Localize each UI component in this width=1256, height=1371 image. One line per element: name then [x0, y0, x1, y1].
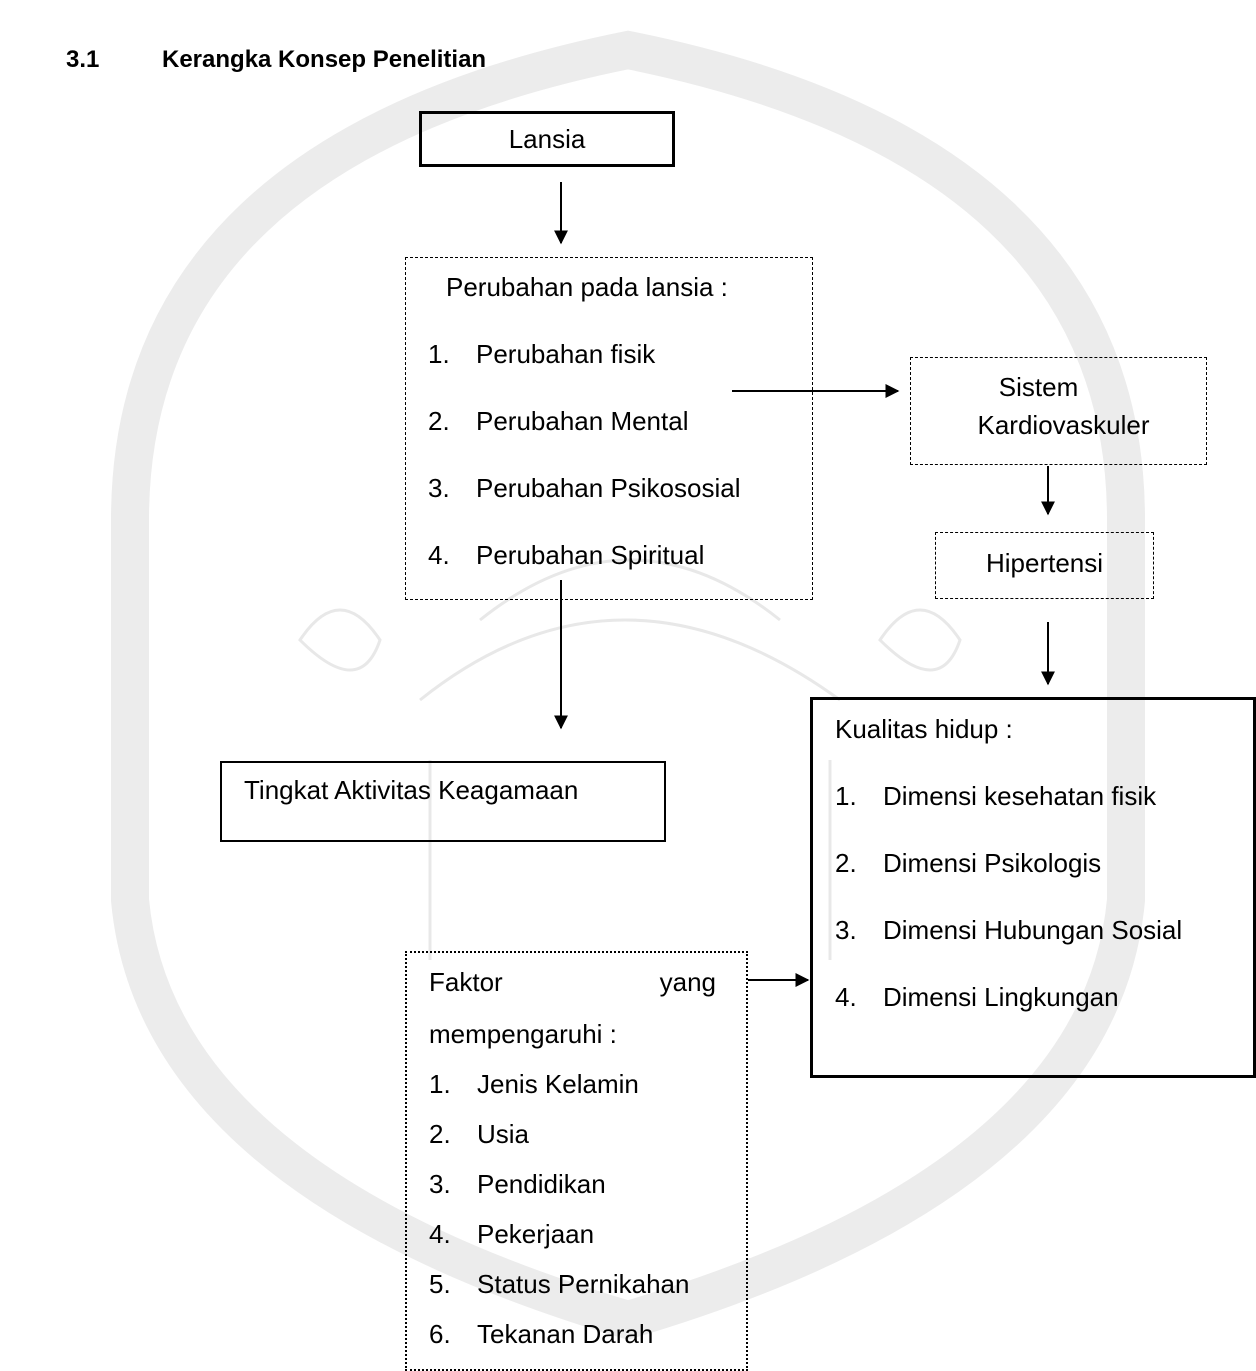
list-item: 3.Pendidikan: [429, 1169, 606, 1199]
node-aktivitas-keagamaan: Tingkat Aktivitas Keagamaan: [220, 761, 666, 842]
list-item: 2.Perubahan Mental: [428, 406, 689, 436]
node-kualitas-title: Kualitas hidup :: [835, 714, 1013, 744]
node-aktivitas-label: Tingkat Aktivitas Keagamaan: [244, 775, 579, 805]
node-sistem-line2: Kardiovaskuler: [977, 410, 1150, 440]
list-item: 3.Perubahan Psikososial: [428, 473, 741, 503]
section-number: 3.1: [66, 46, 100, 73]
list-item: 5.Status Pernikahan: [429, 1269, 690, 1299]
list-item: 1.Dimensi kesehatan fisik: [835, 781, 1157, 811]
kualitas-list: 1.Dimensi kesehatan fisik 2.Dimensi Psik…: [835, 781, 1253, 1049]
node-lansia-label: Lansia: [508, 124, 586, 154]
list-item: 1.Perubahan fisik: [428, 339, 656, 369]
node-sistem-kardiovaskuler: Sistem Kardiovaskuler: [910, 357, 1207, 465]
node-faktor: Faktor yang mempengaruhi : 1.Jenis Kelam…: [405, 951, 748, 1371]
list-item: 4.Dimensi Lingkungan: [835, 982, 1119, 1012]
list-item: 4.Pekerjaan: [429, 1219, 595, 1249]
list-item: 4.Perubahan Spiritual: [428, 540, 705, 570]
list-item: 6.Tekanan Darah: [429, 1319, 654, 1349]
faktor-list: 1.Jenis Kelamin 2.Usia 3.Pendidikan 4.Pe…: [429, 1069, 716, 1369]
node-faktor-word1: Faktor: [429, 967, 503, 997]
list-item: 1.Jenis Kelamin: [429, 1069, 639, 1099]
section-title: Kerangka Konsep Penelitian: [162, 46, 487, 73]
node-sistem-line1: Sistem: [998, 372, 1079, 402]
node-hipertensi: Hipertensi: [935, 532, 1154, 599]
section-heading: 3.1 Kerangka Konsep Penelitian: [66, 46, 486, 74]
list-item: 3.Dimensi Hubungan Sosial: [835, 915, 1183, 945]
list-item: 2.Dimensi Psikologis: [835, 848, 1102, 878]
node-faktor-title-line2: mempengaruhi :: [429, 1019, 617, 1049]
node-kualitas-hidup: Kualitas hidup : 1.Dimensi kesehatan fis…: [810, 697, 1256, 1078]
list-item: 2.Usia: [429, 1119, 530, 1149]
node-perubahan: Perubahan pada lansia : 1.Perubahan fisi…: [405, 257, 813, 600]
node-lansia: Lansia: [419, 111, 675, 167]
node-faktor-word2: yang: [659, 967, 716, 997]
node-hipertensi-label: Hipertensi: [985, 548, 1104, 578]
node-faktor-title: Faktor yang: [429, 967, 716, 1019]
node-perubahan-title: Perubahan pada lansia :: [446, 272, 728, 302]
perubahan-list: 1.Perubahan fisik 2.Perubahan Mental 3.P…: [428, 339, 812, 607]
